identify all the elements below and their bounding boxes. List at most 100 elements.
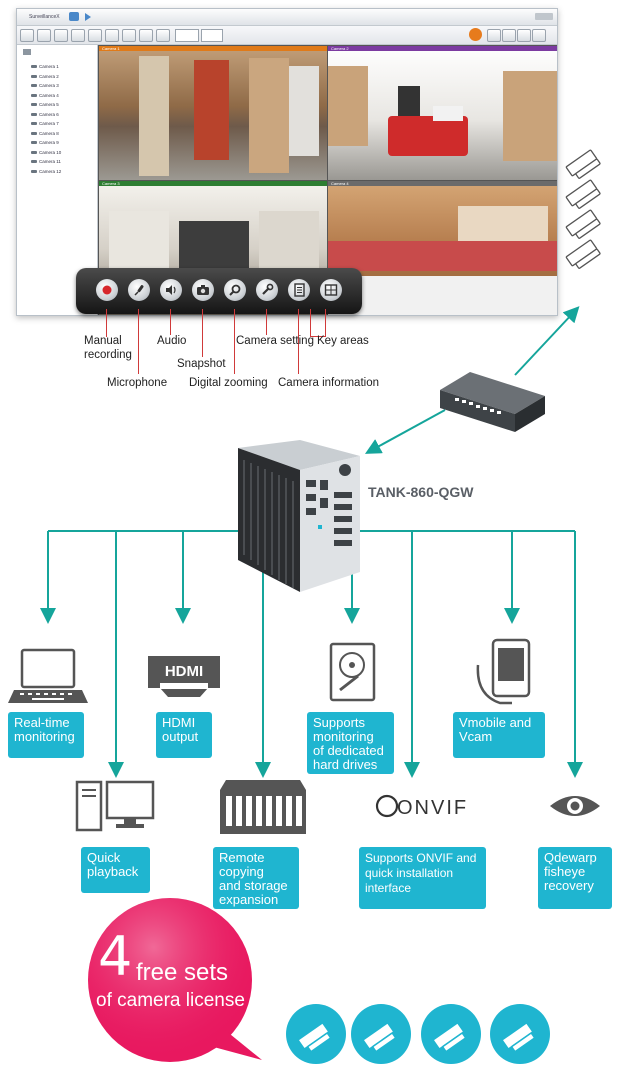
- sequence-select[interactable]: [175, 29, 199, 42]
- camera-information-button[interactable]: [288, 279, 310, 301]
- sidebar-camera-item[interactable]: Camera 7: [31, 120, 59, 127]
- promo-line1: free sets: [136, 959, 229, 986]
- layout-6-button[interactable]: [54, 29, 68, 42]
- promo-line2: of camera license: [96, 990, 245, 1011]
- label-digital-zooming: Digital zooming: [189, 377, 268, 389]
- feature-quick-playback: Quick playback: [81, 847, 150, 893]
- microphone-button[interactable]: [128, 279, 150, 301]
- record-button[interactable]: [96, 279, 118, 301]
- layout-9-button[interactable]: [88, 29, 102, 42]
- leader-line: [138, 309, 139, 374]
- floor: [328, 276, 557, 315]
- sidebar-camera-item[interactable]: Camera 1: [31, 63, 59, 70]
- camera-icon: [31, 65, 37, 68]
- sidebar-camera-label: Camera 2: [39, 73, 59, 79]
- audio-button[interactable]: [160, 279, 182, 301]
- shelf: [458, 206, 548, 241]
- feature-line: Remote: [219, 850, 265, 865]
- feature-line: hard drives: [313, 757, 378, 772]
- label-manual-recording: Manual recording: [84, 334, 132, 362]
- layout-16-button[interactable]: [139, 29, 153, 42]
- feature-line: expansion: [219, 892, 279, 907]
- window-controls[interactable]: [535, 13, 553, 20]
- network-switch-icon: [440, 372, 545, 432]
- sidebar-camera-label: Camera 5: [39, 102, 59, 107]
- camera-feed-4[interactable]: Camera 4: [327, 180, 557, 315]
- hdmi-icon: HDMI: [148, 656, 220, 697]
- camera-icon: [31, 103, 37, 106]
- layout-4-button[interactable]: [37, 29, 51, 42]
- camera-icon: [31, 131, 37, 135]
- feature-line: quick installation: [365, 866, 454, 880]
- feature-line: of dedicated: [313, 743, 384, 758]
- sidebar-camera-item[interactable]: Camera 3: [31, 82, 59, 89]
- layout-20-button[interactable]: [156, 29, 170, 42]
- feature-line: fisheye: [544, 864, 586, 879]
- sidebar-camera-label: Camera 8: [39, 130, 59, 136]
- home-icon[interactable]: [69, 12, 79, 21]
- zoom-button[interactable]: [224, 279, 246, 301]
- leader-line: [234, 309, 235, 374]
- promo-bubble-shape: [88, 898, 262, 1062]
- view-select[interactable]: [201, 29, 223, 42]
- layout-8-button[interactable]: [71, 29, 85, 42]
- counter: [328, 241, 557, 271]
- boxes: [503, 71, 557, 161]
- feature-line: Vmobile and: [459, 715, 532, 730]
- label-snapshot: Snapshot: [177, 358, 226, 370]
- camera-stack-icon: [565, 149, 601, 269]
- alert-icon[interactable]: [469, 28, 482, 41]
- sidebar-camera-item[interactable]: Camera 9: [31, 139, 59, 146]
- sidebar-camera-item[interactable]: Camera 10: [31, 149, 61, 156]
- label-camera-information: Camera information: [278, 377, 379, 389]
- camera-setting-button[interactable]: [256, 279, 278, 301]
- label-audio: Audio: [157, 335, 187, 347]
- shelf: [194, 60, 229, 160]
- feature-qdewarp: Qdewarp fisheye recovery: [538, 847, 612, 909]
- fisheye-eye-icon: [550, 796, 600, 816]
- layout-10-button[interactable]: [105, 29, 119, 42]
- feature-line: monitoring: [14, 729, 75, 744]
- device-label: TANK-860-QGW: [368, 484, 474, 500]
- feature-line: Vcam: [459, 729, 493, 744]
- sidebar-camera-label: Camera 7: [39, 121, 59, 126]
- sidebar-camera-item[interactable]: Camera 6: [31, 111, 59, 118]
- hdmi-logo-text: HDMI: [165, 663, 203, 680]
- sidebar-camera-item[interactable]: Camera 8: [31, 130, 59, 137]
- feature-line: Qdewarp: [544, 850, 597, 865]
- camera-feed-2[interactable]: Camera 2: [327, 45, 557, 181]
- key-areas-button[interactable]: [320, 279, 342, 301]
- sidebar-camera-item[interactable]: Camera 2: [31, 73, 59, 80]
- camera-icon: [31, 122, 37, 125]
- sidebar-camera-item[interactable]: Camera 11: [31, 158, 61, 165]
- feature-line: Quick: [87, 850, 121, 865]
- sidebar-camera-item[interactable]: Camera 5: [31, 101, 59, 108]
- info-icon: [294, 283, 305, 297]
- feature-line: Supports ONVIF and: [365, 851, 477, 865]
- sidebar-camera-item[interactable]: Camera 4: [31, 92, 59, 99]
- label-line: Manual: [84, 335, 122, 347]
- layout-1-button[interactable]: [20, 29, 34, 42]
- layout-13-button[interactable]: [122, 29, 136, 42]
- tool-button-3[interactable]: [517, 29, 531, 42]
- surveillance-window: SurveillanceX Camera 1 Camera 2 Camera 3 Ca…: [16, 8, 558, 316]
- tool-button-1[interactable]: [487, 29, 501, 42]
- camera-icon: [31, 160, 37, 163]
- feature-line: and storage: [219, 878, 288, 893]
- app-title: SurveillanceX: [29, 14, 60, 20]
- sidebar-camera-label: Camera 12: [39, 168, 62, 174]
- shelf: [139, 56, 169, 176]
- snapshot-button[interactable]: [192, 279, 214, 301]
- license-camera-icons: [286, 1004, 550, 1064]
- sidebar-camera-item[interactable]: Camera 12: [31, 168, 61, 175]
- feature-line: playback: [87, 864, 139, 879]
- play-icon[interactable]: [85, 13, 91, 21]
- storage-expansion-icon: [220, 780, 306, 834]
- tool-button-2[interactable]: [502, 29, 516, 42]
- feature-line: output: [162, 729, 199, 744]
- tool-button-4[interactable]: [532, 29, 546, 42]
- feature-line: recovery: [544, 878, 594, 893]
- camera-icon: [31, 84, 37, 87]
- sidebar-camera-label: Camera 6: [39, 111, 59, 117]
- desktop-pc-icon: [75, 780, 155, 832]
